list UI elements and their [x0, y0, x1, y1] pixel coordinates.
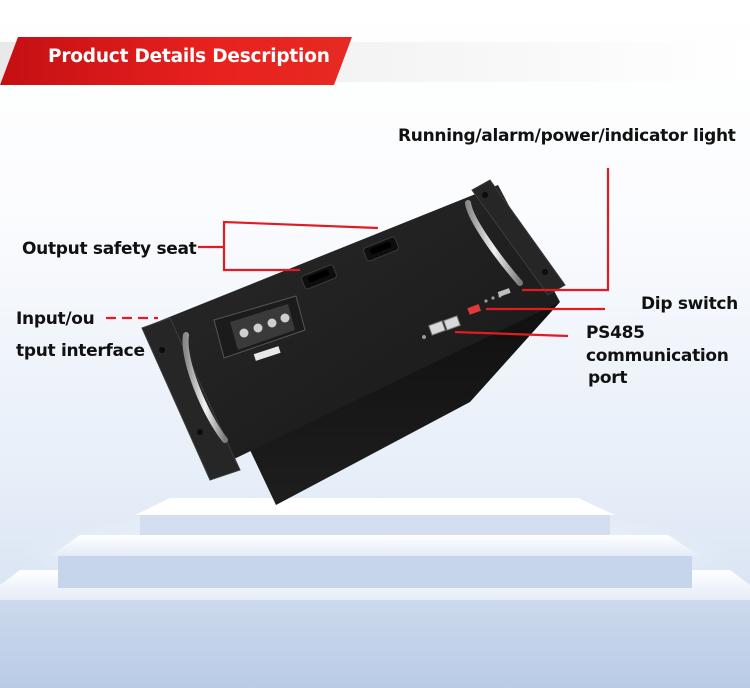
- ps485-ports: [422, 315, 461, 339]
- label-ps485-line2: communication: [586, 346, 729, 366]
- podium-step-bottom: [0, 588, 750, 688]
- right-ear-hole-1: [482, 192, 488, 198]
- label-input-output-line1: Input/ou: [16, 309, 95, 329]
- left-handle: [182, 332, 228, 443]
- label-ps485-line3: port: [588, 368, 628, 388]
- banner-red-ribbon: [0, 37, 352, 85]
- podium-step-top-surface: [135, 498, 615, 515]
- leader-ps485: [454, 330, 569, 338]
- label-dip-switch: Dip switch: [641, 294, 738, 314]
- output-safety-seat-left: [301, 264, 337, 290]
- right-mounting-ear: [471, 179, 566, 296]
- battery-body: [232, 302, 560, 505]
- label-ps485-line1: PS485: [586, 323, 645, 343]
- banner-title: Product Details Description: [48, 46, 330, 67]
- podium: [0, 498, 750, 688]
- indicator-lights: [484, 288, 511, 303]
- podium-step-top: [140, 515, 610, 535]
- battery-module: [141, 179, 566, 505]
- output-safety-seat-right: [363, 236, 399, 262]
- callout-leaders: [106, 168, 610, 338]
- label-input-output-line2: tput interface: [16, 341, 145, 361]
- battery-front-panel: [142, 185, 560, 460]
- podium-step-middle-top: [50, 535, 700, 556]
- label-output-safety-seat: Output safety seat: [22, 239, 197, 259]
- right-ear-hole-2: [542, 269, 548, 275]
- leader-running-indicator: [522, 168, 610, 292]
- podium-step-middle: [58, 555, 692, 588]
- left-ear-hole-2: [197, 429, 203, 435]
- dip-switch: [467, 304, 482, 315]
- label-running-indicator: Running/alarm/power/indicator light: [398, 126, 736, 146]
- left-mounting-ear: [141, 317, 241, 481]
- right-handle: [465, 200, 523, 286]
- left-ear-hole-1: [159, 347, 165, 353]
- terminal-block: [213, 295, 306, 361]
